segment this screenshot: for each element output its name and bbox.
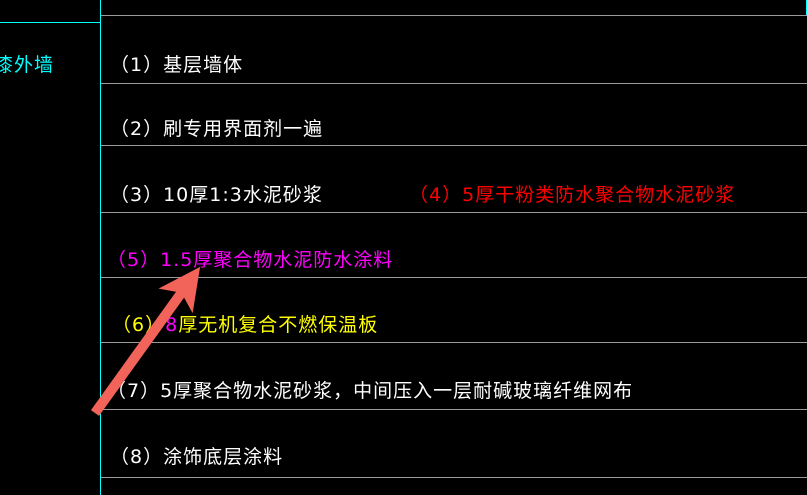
grid-hline-3: [100, 212, 807, 213]
layer-row-4: （4）5厚干粉类防水聚合物水泥砂浆: [409, 184, 736, 206]
grid-hline-6: [100, 409, 807, 410]
grid-hline-1: [100, 83, 807, 84]
layer-row-6-thickness: 8: [165, 314, 179, 336]
frame-hline-left: [0, 22, 101, 23]
layer-row-6: （6）8厚无机复合不燃保温板: [112, 316, 378, 335]
layer-row-1: （1）基层墙体: [110, 54, 244, 76]
grid-hline-4: [100, 277, 807, 278]
grid-hline-7: [100, 477, 807, 478]
frame-vline-main: [100, 0, 101, 495]
wall-type-label: 漆外墙: [0, 54, 55, 76]
grid-hline-5: [100, 342, 807, 343]
grid-hline-top: [100, 15, 807, 16]
layer-row-8: （8）涂饰底层涂料: [110, 446, 284, 468]
layer-row-7: （7）5厚聚合物水泥砂浆，中间压入一层耐碱玻璃纤维网布: [107, 380, 634, 402]
layer-row-6-prefix: （6）: [112, 314, 166, 336]
layer-row-2: （2）刷专用界面剂一遍: [110, 118, 324, 140]
layer-row-6-suffix: 厚无机复合不燃保温板: [178, 314, 379, 336]
layer-row-3: （3）10厚1:3水泥砂浆: [110, 184, 323, 206]
layer-row-5: （5）1.5厚聚合物水泥防水涂料: [107, 249, 394, 271]
grid-hline-2: [100, 145, 807, 146]
